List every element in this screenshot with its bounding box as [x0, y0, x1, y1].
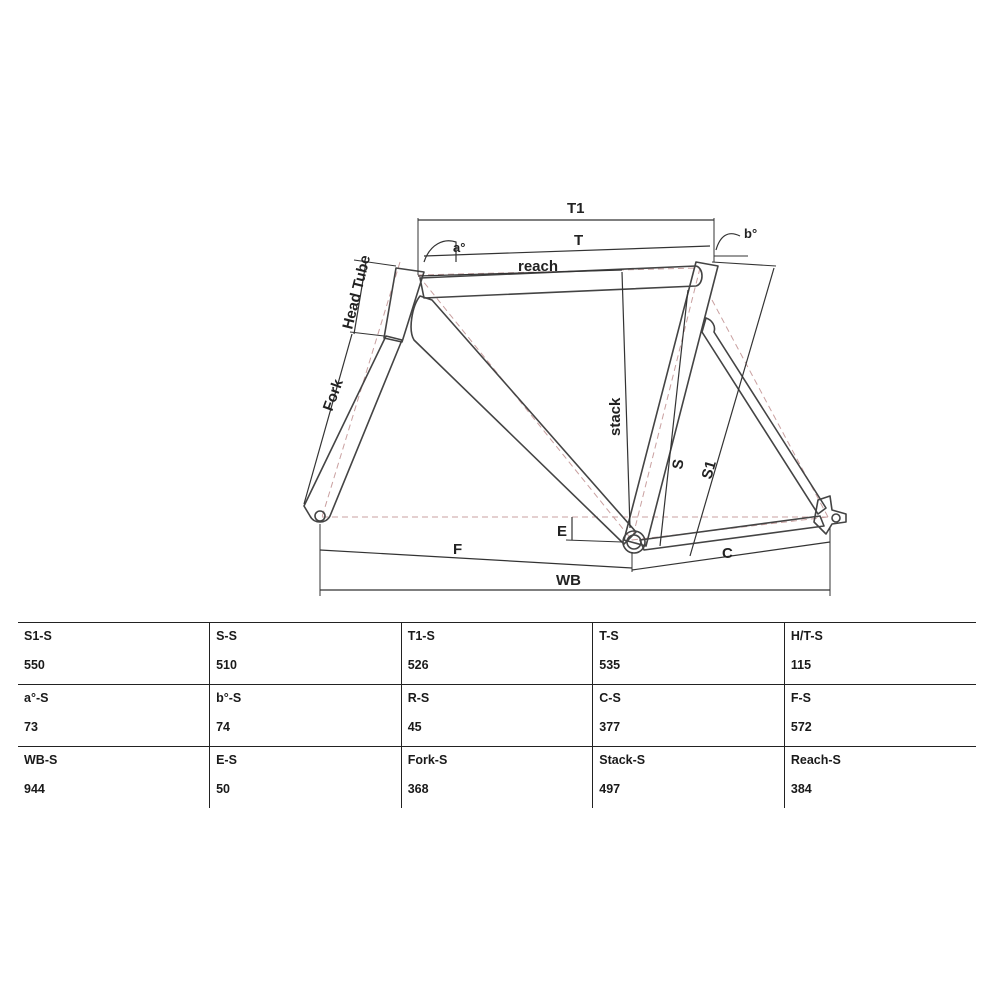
cell-value: 535 [599, 658, 621, 672]
cell-value: 510 [216, 658, 237, 672]
cell-label: Fork-S [407, 753, 448, 767]
fork [303, 335, 403, 523]
cell-label: R-S [407, 691, 430, 705]
seat-tube [623, 261, 719, 547]
cell-label: b°-S [216, 691, 242, 705]
dimension-labels: T1 T reach a° b° Head Tube Fork stack S … [320, 200, 757, 589]
table-cell: R-S 45 [400, 684, 593, 747]
table-cell: b°-S 74 [209, 684, 402, 747]
cell-label: T1-S [407, 629, 435, 643]
bike-frame-geometry-diagram: T1 T reach a° b° Head Tube Fork stack S … [303, 200, 847, 596]
rear-axle [831, 513, 841, 523]
table-cell: H/T-S 115 [783, 622, 976, 685]
cell-label: S1-S [24, 629, 52, 643]
label-e: E [557, 523, 567, 540]
cell-value: 944 [24, 782, 45, 796]
cell-value: 572 [790, 720, 812, 734]
label-s: S [669, 458, 687, 471]
cell-label: WB-S [24, 753, 58, 767]
label-c: C [722, 545, 733, 562]
cell-label: E-S [216, 753, 237, 767]
label-f: F [453, 541, 462, 558]
table-cell: C-S 377 [592, 684, 785, 747]
cell-value: 377 [599, 720, 621, 734]
label-s1: S1 [699, 459, 720, 481]
label-stack: stack [607, 397, 624, 436]
table-cell: Stack-S 497 [592, 746, 785, 808]
table-cell: E-S 50 [209, 746, 402, 808]
label-fork: Fork [320, 376, 347, 413]
bottom-bracket [622, 530, 646, 554]
table-row: WB-S 944 E-S 50 Fork-S 368 Stack-S 497 Reach-S 38… [18, 746, 976, 808]
cell-value: 73 [24, 720, 38, 734]
cell-label: S-S [216, 629, 237, 643]
cell-value: 45 [407, 720, 422, 734]
bottom-bracket-inner [626, 534, 642, 550]
cell-label: Stack-S [599, 753, 646, 767]
table-row: S1-S 550 S-S 510 T1-S 526 T-S 535 H/T-S 115 [18, 622, 976, 685]
table-row: a°-S 73 b°-S 74 R-S 45 C-S 377 F-S 572 [18, 684, 976, 747]
cell-value: 526 [407, 658, 429, 672]
cell-value: 115 [790, 658, 812, 672]
label-t: T [574, 232, 583, 249]
table-cell: F-S 572 [783, 684, 976, 747]
cell-label: a°-S [24, 691, 49, 705]
cell-label: F-S [790, 691, 812, 705]
rear-dropout [813, 495, 847, 535]
label-b-angle: b° [744, 226, 757, 241]
bike-frame [303, 261, 847, 554]
cell-label: Reach-S [790, 753, 841, 767]
chain-stay [639, 515, 825, 551]
cell-value: 497 [599, 782, 621, 796]
label-wb: WB [556, 572, 581, 589]
table-cell: S-S 510 [209, 622, 402, 685]
cell-value: 74 [216, 720, 230, 734]
cell-value: 368 [407, 782, 429, 796]
table-cell: S1-S 550 [18, 622, 210, 685]
dimension-lines [303, 218, 831, 596]
cell-value: 50 [216, 782, 230, 796]
cell-label: H/T-S [790, 629, 823, 643]
geometry-table: S1-S 550 S-S 510 T1-S 526 T-S 535 H/T-S 115 a°-S 73… [18, 622, 976, 808]
label-a-angle: a° [453, 240, 465, 255]
down-tube [410, 295, 637, 545]
seat-stay [701, 317, 827, 515]
top-tube [419, 265, 703, 299]
table-cell: WB-S 944 [18, 746, 210, 808]
head-tube [383, 267, 425, 343]
table-cell: T1-S 526 [400, 622, 593, 685]
cell-value: 384 [790, 782, 812, 796]
table-cell: Fork-S 368 [400, 746, 593, 808]
label-reach: reach [518, 258, 558, 275]
cell-label: T-S [599, 629, 619, 643]
table-cell: a°-S 73 [18, 684, 210, 747]
cell-label: C-S [599, 691, 621, 705]
front-dropout [314, 510, 326, 522]
label-t1: T1 [567, 200, 585, 217]
table-cell: T-S 535 [592, 622, 785, 685]
cell-value: 550 [24, 658, 45, 672]
geometry-table-body: S1-S 550 S-S 510 T1-S 526 T-S 535 H/T-S 115 a°-S 73… [18, 622, 976, 808]
table-cell: Reach-S 384 [783, 746, 976, 808]
label-head-tube: Head Tube [339, 254, 374, 331]
